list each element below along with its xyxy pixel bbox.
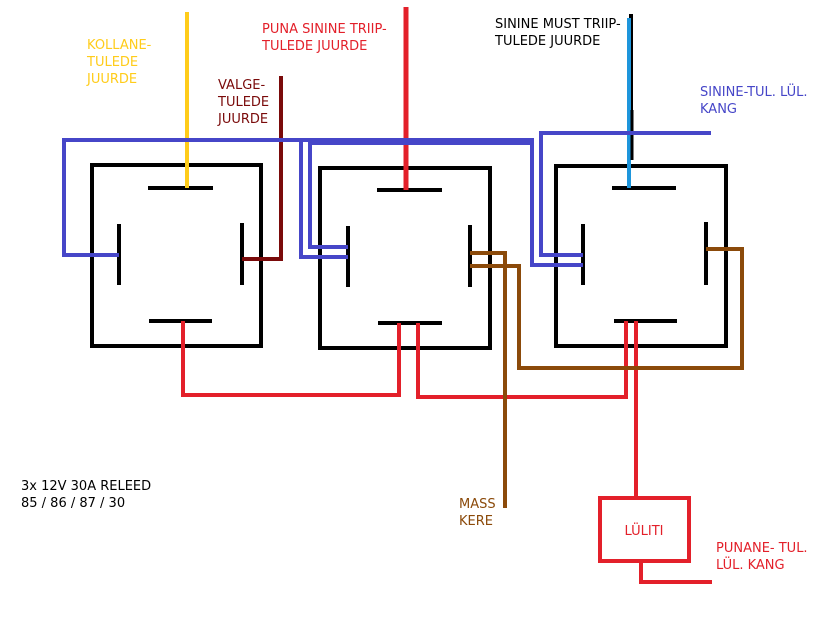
ground-wire-1 bbox=[470, 251, 507, 508]
label-punane-tul: PUNANE- TUL. LÜL. KANG bbox=[716, 541, 808, 573]
brown-wires bbox=[470, 247, 744, 508]
label-kollane: KOLLANE- TULEDE JUURDE bbox=[87, 38, 152, 87]
label-sinine-tul: SININE-TUL. LÜL. KANG bbox=[700, 85, 808, 117]
blue-wires bbox=[62, 131, 711, 267]
label-releed: 3x 12V 30A RELEED 85 / 86 / 87 / 30 bbox=[21, 479, 152, 511]
label-valge: VALGE- TULEDE JUURDE bbox=[218, 78, 270, 127]
red-wire-switch-out bbox=[639, 562, 712, 584]
ground-wire-2 bbox=[470, 247, 744, 370]
switch-label: LÜLITI bbox=[625, 522, 664, 539]
blue-wire-4 bbox=[539, 131, 711, 257]
red-wire-bottom-2 bbox=[416, 321, 628, 399]
blue-wire-3 bbox=[308, 141, 530, 249]
blue-wire-1 bbox=[62, 138, 348, 259]
switch-box bbox=[598, 496, 691, 563]
label-sinine-must: SININE MUST TRIIP- TULEDE JUURDE bbox=[495, 17, 621, 49]
label-puna-sinine: PUNA SININE TRIIP- TULEDE JUURDE bbox=[262, 22, 387, 54]
red-wires bbox=[181, 321, 712, 584]
white-lights-wire bbox=[242, 76, 283, 261]
label-mass: MASS KERE bbox=[459, 497, 496, 529]
red-wire-bottom-1 bbox=[181, 321, 401, 397]
blue-wire-2 bbox=[301, 138, 583, 267]
